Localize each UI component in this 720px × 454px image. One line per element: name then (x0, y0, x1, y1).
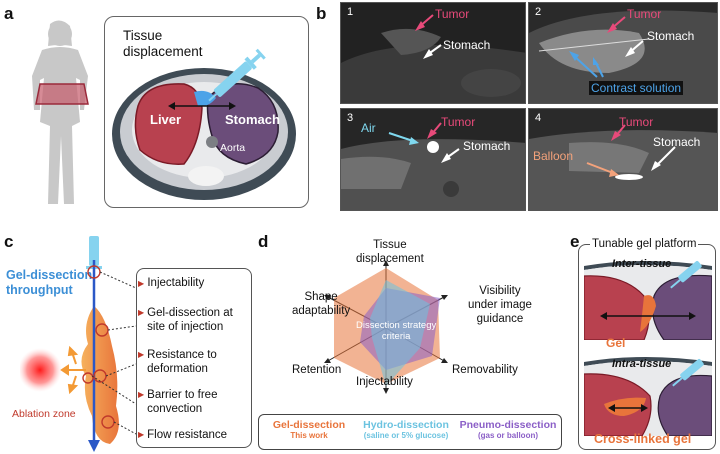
ct-1-tumor-label: Tumor (435, 7, 470, 21)
criteria-item-1: ▶ Injectability (138, 277, 205, 289)
ct-2-tumor-label: Tumor (627, 7, 662, 21)
ct-2-number: 2 (535, 6, 542, 18)
panel-b-letter: b (316, 4, 327, 23)
criteria-item-2: ▶Gel-dissection at site of injection (138, 307, 233, 333)
axis-injectability: Injectability (356, 376, 413, 388)
panel-a-letter: a (4, 4, 14, 23)
ablation-zone-label: Ablation zone (12, 408, 76, 420)
stomach-label-a: Stomach (225, 112, 280, 127)
radar-center-label: Dissection strategy criteria (356, 320, 437, 342)
ct-4-stomach-label: Stomach (653, 135, 701, 149)
ct-3-air-label: Air (361, 121, 376, 135)
intra-tissue-label: Intra-tissue (612, 358, 672, 370)
panel-e-letter: e (570, 232, 580, 251)
ct-image-3: 3 Air Tumor Stomach (340, 108, 526, 211)
ct-image-4: 4 Tumor Stomach Balloon (528, 108, 718, 211)
gel-platform-title: Tunable gel platform (590, 238, 699, 250)
gel-dissection-schematic (20, 236, 137, 452)
axis-visibility: Visibility under image guidance (468, 285, 532, 325)
axis-shape-adaptability: Shape adaptability (292, 291, 351, 317)
ct-4-tumor-label: Tumor (619, 115, 654, 129)
gel-label: Gel (606, 336, 626, 350)
ct-1-number: 1 (347, 6, 354, 18)
radar-legend (258, 414, 562, 450)
inter-tissue-diagram (584, 261, 712, 340)
panel-d-letter: d (258, 232, 269, 251)
crosslinked-gel-label: Cross-linked gel (594, 432, 692, 446)
intra-tissue-diagram (584, 357, 712, 436)
ct-4-balloon-label: Balloon (533, 149, 574, 163)
legend-hydro: Hydro-dissection (saline or 5% glucose) (363, 419, 449, 440)
throughput-title: Gel-dissection throughput (6, 268, 93, 297)
liver-label: Liver (150, 112, 182, 127)
ct-1-stomach-label: Stomach (443, 38, 491, 52)
aorta-label: Aorta (220, 142, 246, 154)
ct-2-contrast-label: Contrast solution (589, 81, 684, 95)
axis-removability: Removability (452, 364, 518, 376)
ct-3-number: 3 (347, 112, 354, 124)
axis-tissue-displacement: Tissue displacement (356, 239, 424, 265)
ct-3-stomach-label: Stomach (463, 139, 511, 153)
panel-c-letter: c (4, 232, 14, 251)
abdomen-slice-marker (35, 83, 89, 105)
legend-gel: Gel-dissection This work (272, 419, 346, 440)
abdomen-cross-section (112, 48, 296, 200)
criteria-item-4: ▶Barrier to free convection (138, 389, 218, 415)
woman-silhouette (32, 20, 88, 204)
ct-image-1: 1 Tumor Stomach (340, 2, 526, 104)
criteria-item-3: ▶Resistance to deformation (138, 349, 217, 375)
ct-2-stomach-label: Stomach (647, 29, 695, 43)
criteria-list-box (136, 268, 252, 448)
radar-chart (324, 260, 448, 394)
tissue-displacement-label: Tissue displacement (123, 28, 203, 59)
criteria-item-5: ▶Flow resistance (138, 429, 228, 441)
ct-3-tumor-label: Tumor (441, 115, 476, 129)
ct-4-number: 4 (535, 112, 542, 124)
legend-pneumo: Pneumo-dissection (gas or balloon) (459, 419, 557, 440)
axis-retention: Retention (292, 364, 342, 376)
inter-tissue-label: Inter-tissue (612, 258, 672, 270)
ct-image-2: 2 Tumor Stomach Contrast solution (528, 2, 718, 104)
